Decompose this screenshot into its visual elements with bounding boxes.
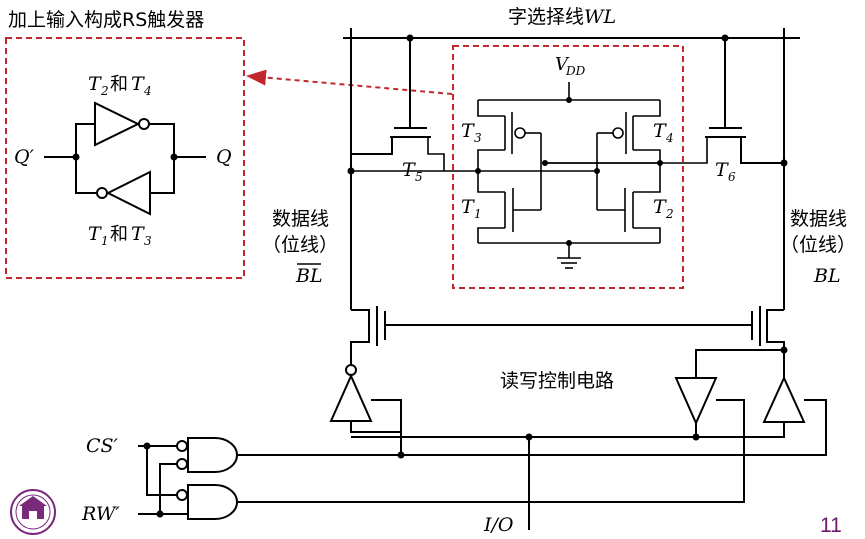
label-vdd: V [555,54,570,75]
input-gates [138,437,238,520]
label-q-prime: Q′ [14,146,35,168]
label-t4-sub: 4 [143,84,152,98]
rw-control-label: 读写控制电路 [500,370,614,392]
label-vdd-sub: DD [565,64,586,78]
rs-inset-box [5,37,245,279]
latch-highlight-box [452,45,684,289]
label-t3: T [461,120,475,142]
label-t2: T [88,73,102,95]
bitline-left-var: BL [295,265,323,287]
wordline-var: WL [584,6,616,28]
transistor-t5 [351,38,445,172]
label-t4-sub: 4 [665,131,674,145]
page-number: 11 [820,514,842,537]
label-t3-inset: T [131,223,145,245]
label-t3-inset-sub: 3 [144,234,152,248]
label-t3-sub: 3 [474,131,482,145]
wordline-label: 字选择线 [508,6,584,28]
label-t2-sub: 2 [100,84,109,98]
rw-buffers [238,349,827,530]
rs-inset-flipflop [44,101,206,216]
label-t2-and-t4: 和 [110,74,128,95]
label-rw: RW′ [81,503,120,525]
inverter-bubble-top [138,118,150,130]
bitline-right-label: 数据线 [790,208,847,230]
university-logo-icon [10,489,56,535]
label-t5: T [402,159,416,181]
bitline-right-var: BL [813,265,841,287]
latch-core [444,82,663,269]
label-t1-sub: 1 [474,207,482,221]
rs-inset-title: 加上输入构成RS触发器 [8,9,204,31]
label-t1-and-t3: 和 [110,224,128,245]
label-t1-inset-sub: 1 [101,234,109,248]
bitline-right-label-2: （位线） [780,234,856,256]
label-t4: T [131,73,145,95]
column-select-transistors [350,306,788,380]
label-t6-sub: 6 [728,170,736,184]
bitline-left-label: 数据线 [272,208,329,230]
label-q: Q [216,146,232,168]
inverter-bubble-bottom [96,187,108,199]
label-cs: CS′ [86,435,119,457]
label-io: I/O [483,514,514,536]
bitline-left-label-2: （位线） [262,234,338,256]
label-t1-inset: T [88,223,102,245]
label-t2-sub: 2 [665,207,674,221]
label-t1: T [461,196,475,218]
label-t6: T [715,159,729,181]
label-t5-sub: 5 [415,170,423,184]
label-t2: T [653,196,667,218]
label-t4: T [653,120,667,142]
